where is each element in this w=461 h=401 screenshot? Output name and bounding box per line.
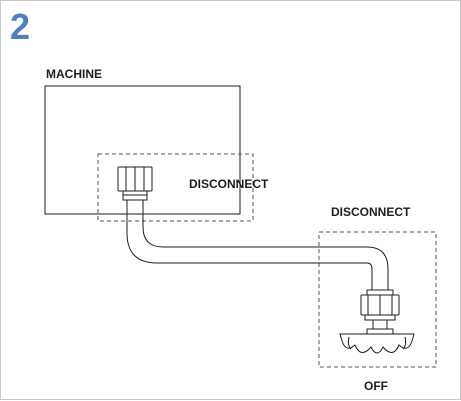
machine-disconnect-label: DISCONNECT <box>189 177 269 191</box>
valve-disconnect-label: DISCONNECT <box>331 205 411 219</box>
machine-hose-fitting <box>117 166 153 201</box>
machine-label: MACHINE <box>46 67 102 81</box>
valve-disconnect-region <box>318 231 437 368</box>
valve-handle <box>339 333 415 354</box>
machine-disconnect-region <box>97 153 254 222</box>
valve-hose-fitting <box>360 289 400 335</box>
step-number: 2 <box>10 6 31 47</box>
hose <box>126 199 389 291</box>
valve-off-label: OFF <box>364 379 388 393</box>
